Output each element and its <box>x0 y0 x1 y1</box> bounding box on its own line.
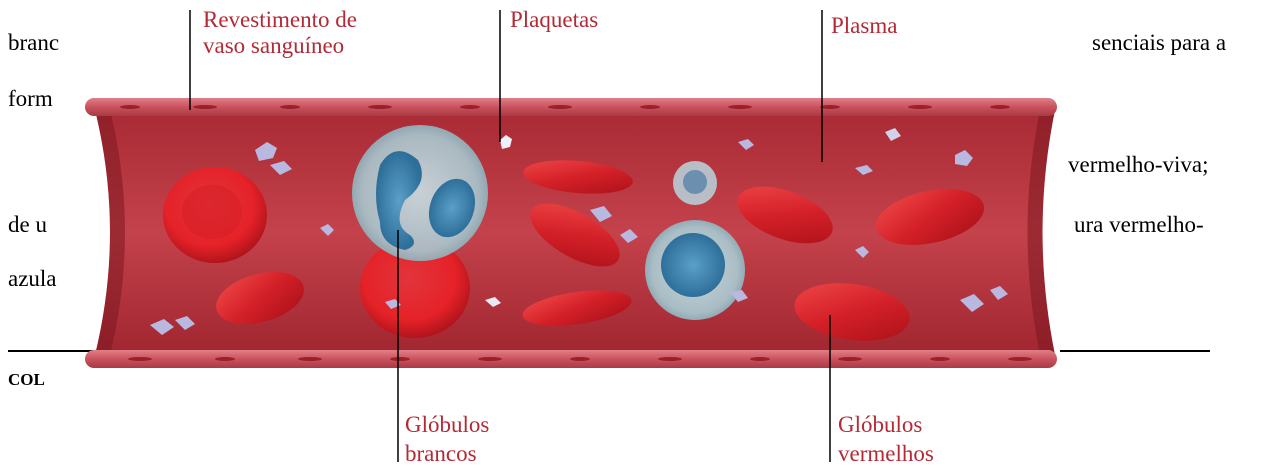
label-red-cells-line2: vermelhos <box>838 442 934 466</box>
label-platelets: Plaquetas <box>510 8 598 32</box>
label-vessel-lining-line2: vaso sanguíneo <box>203 34 344 58</box>
label-red-cells-line1: Glóbulos <box>838 413 922 437</box>
label-plasma: Plasma <box>831 14 897 38</box>
label-white-cells-line2: brancos <box>405 442 477 466</box>
label-white-cells-line1: Glóbulos <box>405 413 489 437</box>
label-vessel-lining-line1: Revestimento de <box>203 8 357 32</box>
